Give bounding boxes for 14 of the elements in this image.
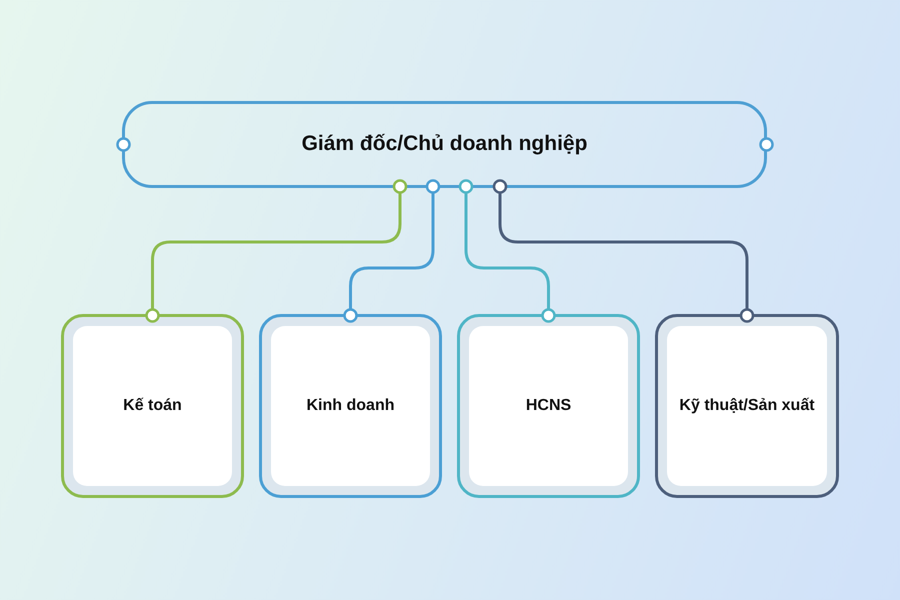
node-label: Kế toán [123, 396, 182, 416]
connector-line [343, 179, 440, 323]
connector-line [145, 179, 408, 323]
node-label: Kinh doanh [306, 396, 394, 416]
node-label: Kỹ thuật/Sản xuất [679, 396, 815, 416]
connector-line [458, 179, 556, 323]
connector-line [492, 179, 754, 323]
department-box [457, 314, 640, 498]
department-box [61, 314, 244, 498]
node-label: Giám đốc/Chủ doanh nghiệp [302, 131, 588, 158]
department-box [655, 314, 839, 498]
rounded-box [122, 101, 767, 188]
department-box [259, 314, 442, 498]
node-label: HCNS [526, 396, 572, 416]
